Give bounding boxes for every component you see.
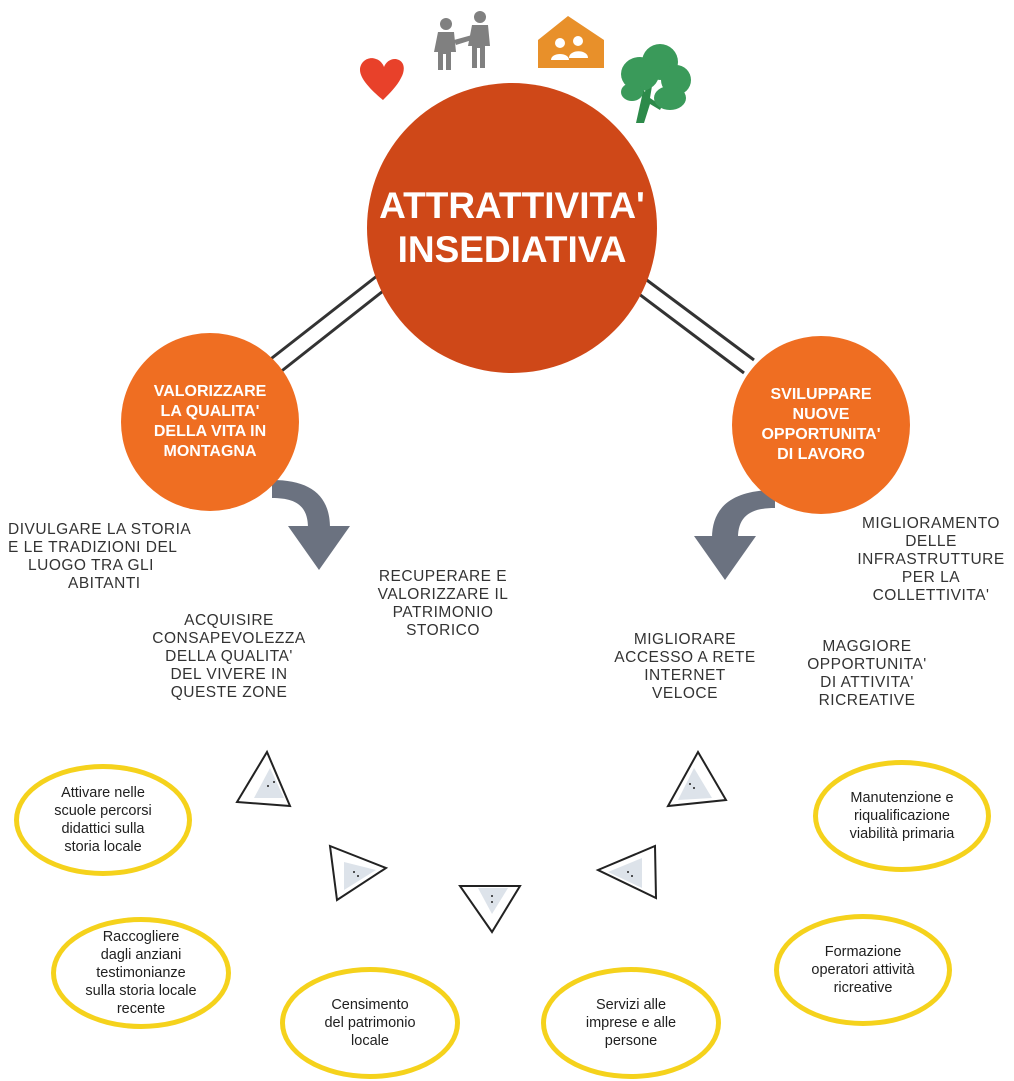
goal-quality-of-life-circle: VALORIZZARE LA QUALITA' DELLA VITA IN MO… (121, 333, 299, 511)
action-line: Raccogliere (102, 929, 180, 945)
flow-triangle-4 (595, 844, 658, 900)
left-curved-arrow (272, 480, 350, 570)
objective-line: E LE TRADIZIONI DEL (8, 539, 178, 556)
flow-triangle-1 (235, 749, 292, 808)
action-line: operatori attività (811, 962, 915, 978)
action-anziani: Raccogliere dagli anziani testimonianze … (51, 917, 231, 1029)
objective-line: COLLETTIVITA' (872, 587, 990, 604)
right-connector (626, 270, 755, 375)
flow-triangle-3 (458, 885, 522, 934)
objective-line: RICREATIVE (818, 692, 916, 709)
goal-left-line: LA QUALITA' (160, 403, 260, 420)
objective-line: OPPORTUNITA' (807, 656, 927, 673)
objective-acquisire: ACQUISIRE CONSAPEVOLEZZA DELLA QUALITA' … (144, 612, 314, 702)
action-manutenzione: Manutenzione e riqualificazione viabilit… (813, 760, 991, 872)
action-line: storia locale (64, 839, 142, 855)
objective-miglioramento: MIGLIORAMENTO DELLE INFRASTRUTTURE PER L… (846, 515, 1014, 605)
objective-ricreative: MAGGIORE OPPORTUNITA' DI ATTIVITA' RICRE… (792, 638, 942, 710)
action-scuole: Attivare nelle scuole percorsi didattici… (14, 764, 192, 876)
action-line: Manutenzione e (850, 790, 954, 806)
goal-left-line: MONTAGNA (163, 443, 257, 460)
central-goal-circle: ATTRATTIVITA' INSEDIATIVA (367, 83, 657, 373)
home-group-icon (538, 16, 604, 68)
people-icon (434, 11, 490, 70)
action-line: riqualificazione (854, 808, 950, 824)
heart-icon (360, 58, 404, 100)
action-line: persone (604, 1033, 658, 1049)
objective-recuperare: RECUPERARE E VALORIZZARE IL PATRIMONIO S… (358, 568, 528, 640)
goal-job-opportunities-circle: SVILUPPARE NUOVE OPPORTUNITA' DI LAVORO (732, 336, 910, 514)
goal-left-line: VALORIZZARE (153, 383, 267, 400)
action-line: imprese e alle (585, 1015, 677, 1031)
objective-line: INTERNET (644, 667, 726, 684)
tree-icon (621, 44, 691, 123)
objective-line: CONSAPEVOLEZZA (152, 630, 306, 647)
objective-line: ABITANTI (68, 575, 141, 592)
action-line: locale (351, 1033, 389, 1049)
action-line: Formazione (824, 944, 902, 960)
objective-line: VALORIZZARE IL (377, 586, 509, 603)
objective-line: ACCESSO A RETE (614, 649, 756, 666)
objective-line: INFRASTRUTTURE (857, 551, 1005, 568)
objective-line: ACQUISIRE (184, 612, 274, 629)
objective-line: VELOCE (652, 685, 718, 702)
goal-left-line: DELLA VITA IN (153, 423, 267, 440)
action-line: Censimento (331, 997, 409, 1013)
objective-line: PATRIMONIO STORICO (392, 604, 494, 639)
objective-line: MIGLIORAMENTO (862, 515, 1000, 532)
objective-line: DI ATTIVITA' (820, 674, 914, 691)
action-line: del patrimonio (324, 1015, 416, 1031)
objective-line: MIGLIORARE (633, 631, 737, 648)
action-line: recente (116, 1001, 166, 1017)
right-curved-arrow (694, 490, 775, 580)
action-line: scuole percorsi (54, 803, 152, 819)
objective-line: DELLE (905, 533, 957, 550)
objective-line: DIVULGARE LA STORIA (8, 521, 192, 538)
objective-line: DELLA QUALITA' (165, 648, 293, 665)
goal-right-line: DI LAVORO (777, 446, 865, 463)
action-censimento: Censimento del patrimonio locale (280, 967, 460, 1079)
action-line: viabilità primaria (849, 826, 955, 842)
goal-right-line: NUOVE (792, 406, 850, 423)
flow-triangle-2 (328, 844, 389, 902)
objective-line: RECUPERARE E (378, 568, 508, 585)
objective-line: MAGGIORE (822, 638, 912, 655)
objective-divulgare: DIVULGARE LA STORIA E LE TRADIZIONI DEL … (8, 521, 191, 593)
objective-line: QUESTE ZONE (170, 684, 288, 701)
flow-triangle-5 (666, 749, 728, 808)
goal-right-line: SVILUPPARE (770, 386, 872, 403)
objective-line: LUOGO TRA GLI (28, 557, 154, 574)
action-line: Servizi alle (595, 997, 667, 1013)
action-line: ricreative (833, 980, 893, 996)
central-title-line1: ATTRATTIVITA' (379, 185, 645, 226)
objective-line: PER LA (901, 569, 961, 586)
action-line: testimonianze (96, 965, 186, 981)
action-formazione: Formazione operatori attività ricreative (774, 914, 952, 1026)
objective-line: DEL VIVERE IN (170, 666, 288, 683)
goal-right-line: OPPORTUNITA' (761, 426, 881, 443)
central-title-line2: INSEDIATIVA (397, 229, 627, 270)
action-line: sulla storia locale (85, 983, 197, 999)
action-line: dagli anziani (100, 947, 182, 963)
objective-internet: MIGLIORARE ACCESSO A RETE INTERNET VELOC… (610, 631, 760, 703)
action-line: Attivare nelle (61, 785, 145, 801)
action-servizi: Servizi alle imprese e alle persone (541, 967, 721, 1079)
action-line: didattici sulla (61, 821, 145, 837)
left-connector (262, 270, 393, 379)
